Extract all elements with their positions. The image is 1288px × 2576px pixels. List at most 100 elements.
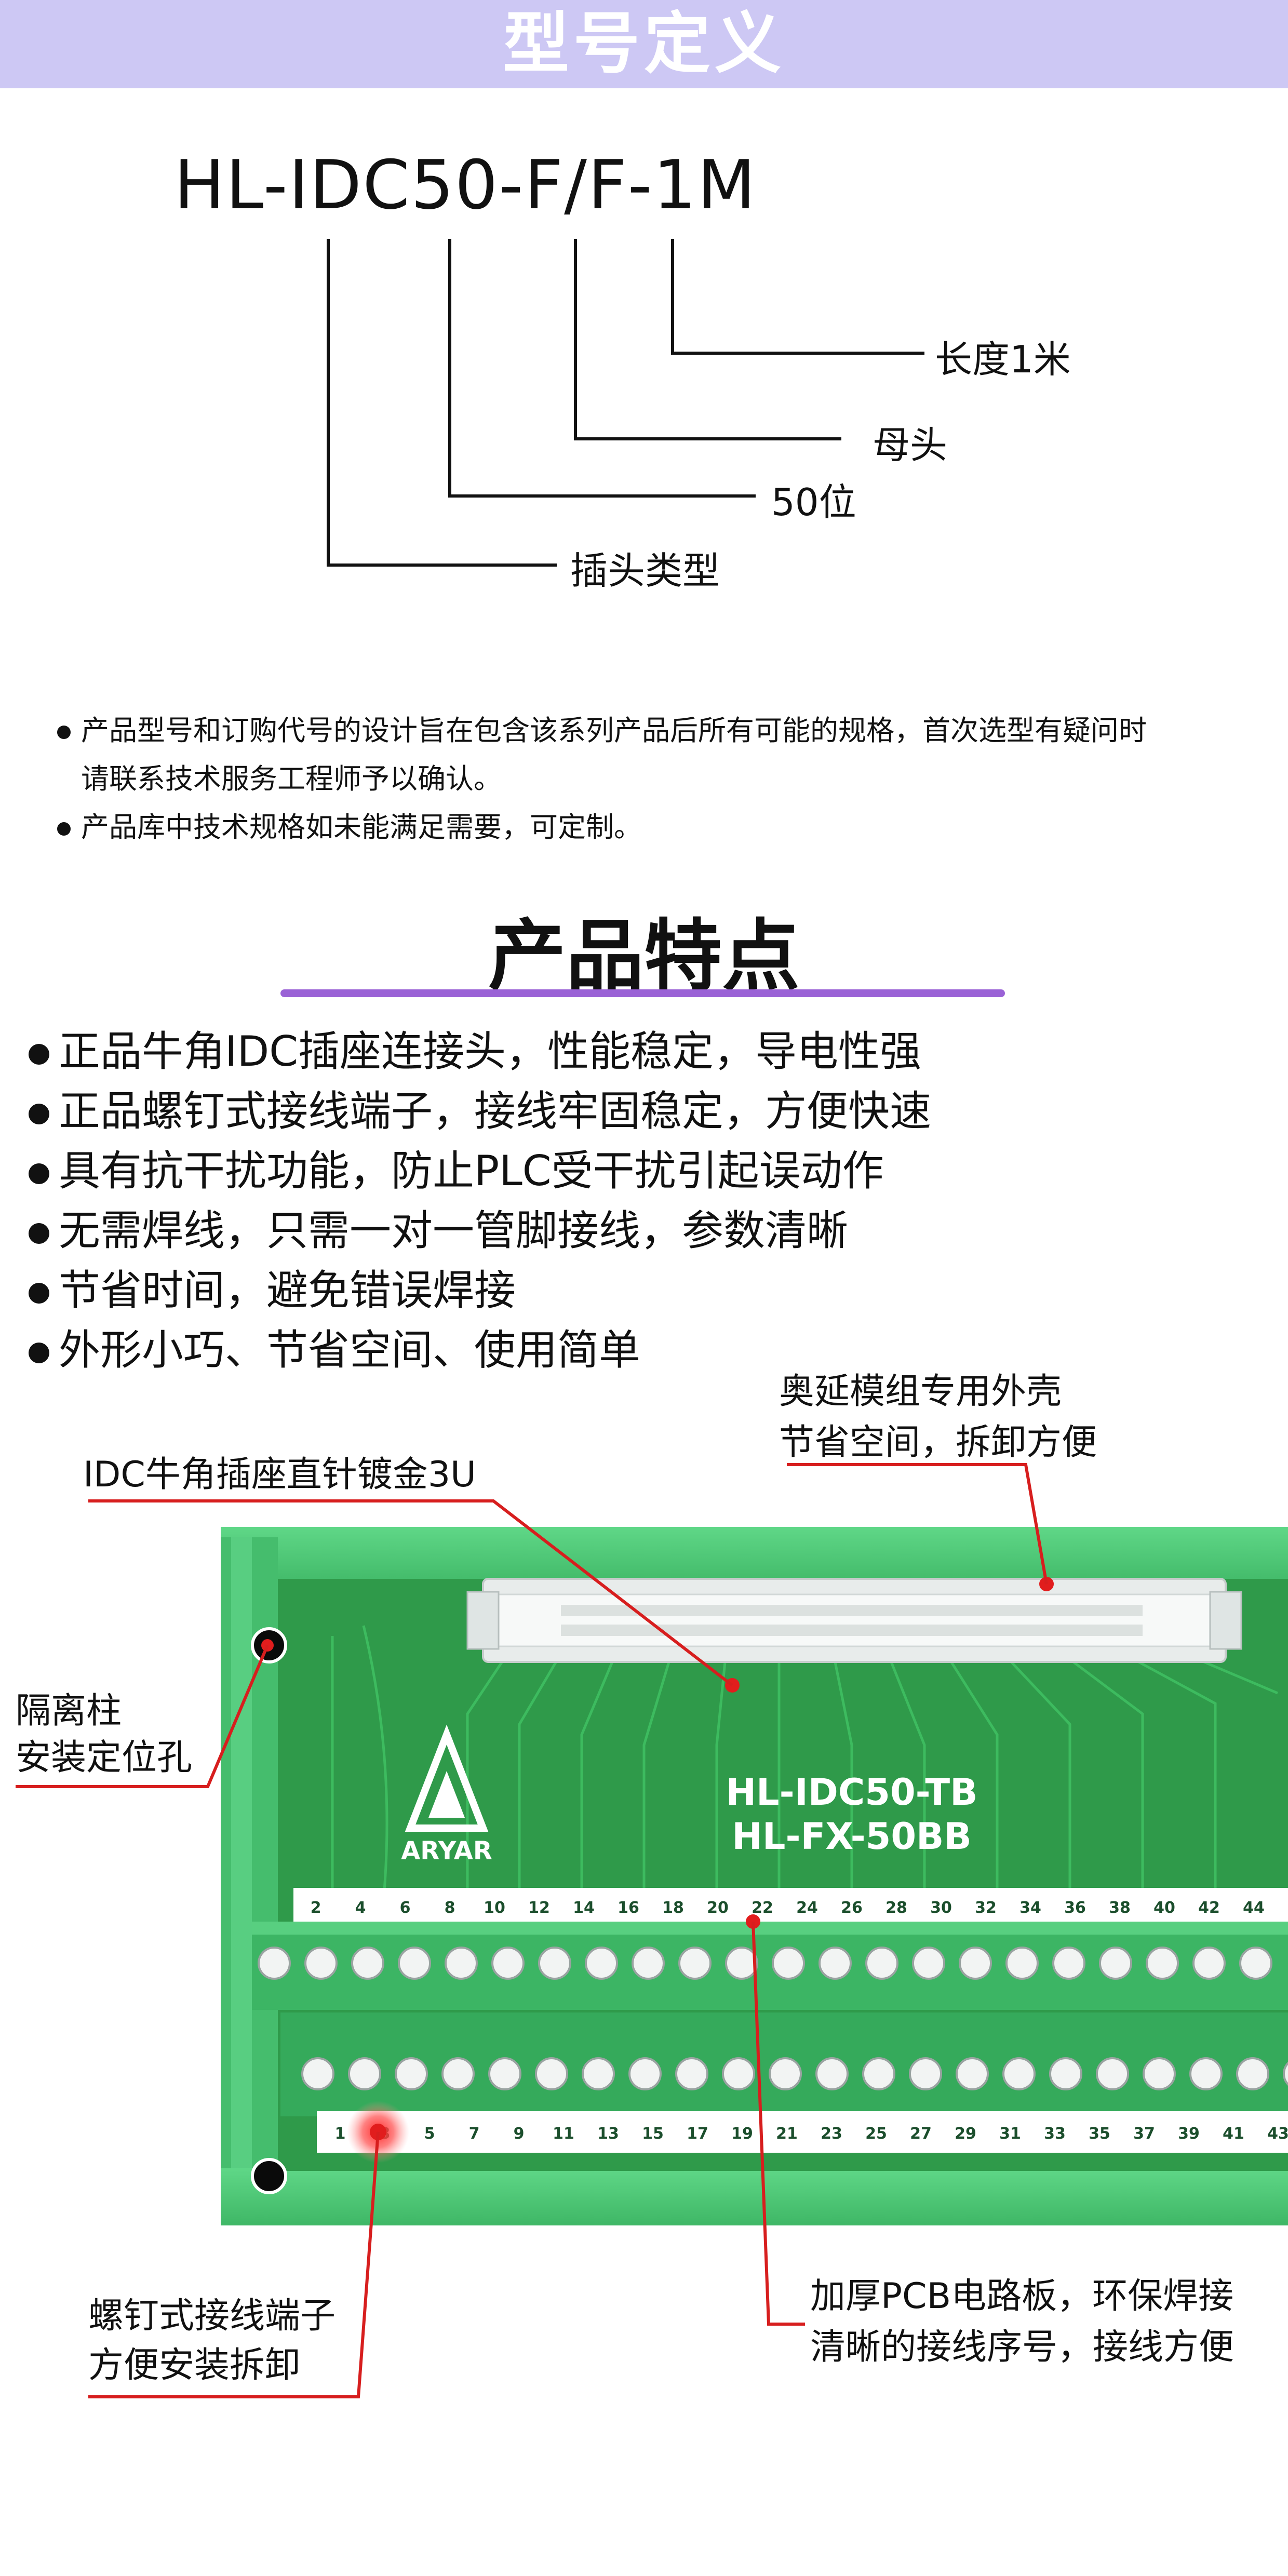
pin-label-odd: 41 [1223, 2125, 1244, 2143]
pin-label-even: 2 [311, 1899, 321, 1917]
label-length: 长度1米 [935, 338, 1071, 381]
pin-label-odd: 19 [731, 2125, 753, 2143]
callout-pcb-line2: 清晰的接线序号，接线方便 [810, 2327, 1235, 2368]
pin-label-odd: 7 [469, 2125, 480, 2143]
terminal-screw-icon [1239, 1947, 1272, 1980]
pin-label-odd: 27 [910, 2125, 932, 2143]
pin-label-even: 28 [886, 1899, 907, 1917]
terminal-screw-icon [912, 1947, 945, 1980]
terminal-screw-icon [722, 2057, 755, 2090]
pin-label-odd: 1 [335, 2125, 346, 2143]
terminal-screw-icon [1049, 2057, 1082, 2090]
model-code: HL-IDC50-F/F-1M [174, 145, 757, 224]
pin-label-odd: 21 [776, 2125, 798, 2143]
terminal-screw-icon [538, 1947, 571, 1980]
pin-label-even: 16 [618, 1899, 639, 1917]
terminal-screw-icon [258, 1947, 291, 1980]
pin-label-odd: 11 [553, 2125, 574, 2143]
pin-label-even: 12 [528, 1899, 550, 1917]
pin-label-even: 26 [841, 1899, 863, 1917]
terminal-screw-icon [1236, 2057, 1269, 2090]
pin-label-even: 40 [1153, 1899, 1175, 1917]
pin-label-odd: 31 [999, 2125, 1021, 2143]
pin-label-even: 10 [484, 1899, 505, 1917]
callout-standoff-line1: 隔离柱 [16, 1691, 122, 1732]
terminal-screw-icon [445, 1947, 478, 1980]
callout-housing-line2: 节省空间，拆卸方便 [779, 1422, 1097, 1463]
feature-item: 具有抗干扰功能，防止PLC受干扰引起误动作 [29, 1137, 884, 1198]
terminal-screw-icon [815, 2057, 849, 2090]
terminal-screw-icon [1052, 1947, 1085, 1980]
label-plug-type: 插头类型 [570, 549, 720, 593]
board-model-2: HL-FX-50BB [732, 1815, 972, 1858]
terminal-screws-upper [258, 1947, 1272, 1980]
pin-label-odd: 15 [642, 2125, 664, 2143]
terminal-screw-icon [1146, 1947, 1179, 1980]
features-title: 产品特点 [488, 911, 800, 1002]
terminal-screw-icon [675, 2057, 708, 2090]
terminal-screws-lower [301, 2057, 1288, 2090]
bullet-icon [29, 1343, 49, 1364]
feature-item: 外形小巧、节省空间、使用简单 [29, 1317, 640, 1377]
terminal-screw-icon [1096, 2057, 1129, 2090]
model-diagram-lines [327, 239, 924, 567]
even-pin-strip [293, 1888, 1288, 1924]
bullet-icon [29, 1223, 49, 1244]
terminal-screw-icon [725, 1947, 758, 1980]
mounting-hole-bottom [251, 2158, 287, 2194]
terminal-screw-icon [348, 2057, 381, 2090]
callout-housing-line1: 奥延模组专用外壳 [779, 1371, 1062, 1412]
terminal-screw-icon [491, 1947, 525, 1980]
terminal-screw-icon [395, 2057, 428, 2090]
pin-label-even: 6 [400, 1899, 411, 1917]
terminal-screw-icon [862, 2057, 895, 2090]
pin-label-odd: 43 [1267, 2125, 1288, 2143]
feature-item: 正品牛角IDC插座连接头，性能稳定，导电性强 [29, 1018, 921, 1078]
aryar-logo-icon [405, 1724, 489, 1832]
title-banner [0, 0, 1288, 88]
terminal-screw-icon [1283, 2061, 1288, 2086]
housing-bottom-rail [221, 2168, 1288, 2225]
pin-label-odd: 37 [1133, 2125, 1155, 2143]
bullet-icon [29, 1104, 49, 1125]
terminal-screw-icon [909, 2057, 942, 2090]
feature-item: 无需焊线，只需一对一管脚接线，参数清晰 [29, 1197, 848, 1257]
terminal-screw-icon [304, 1947, 338, 1980]
terminal-screw-icon [628, 2057, 662, 2090]
note-1: 产品型号和订购代号的设计旨在包含该系列产品后所有可能的规格，首次选型有疑问时 [57, 707, 1147, 748]
terminal-screw-icon [398, 1947, 431, 1980]
terminal-screw-icon [488, 2057, 521, 2090]
terminal-screw-icon [769, 2057, 802, 2090]
pin-label-even: 34 [1019, 1899, 1041, 1917]
bullet-icon [29, 1163, 49, 1185]
bullet-icon [57, 822, 71, 836]
pin-label-even: 44 [1243, 1899, 1265, 1917]
terminal-screw-icon [772, 1947, 805, 1980]
terminal-screw-icon [1005, 1947, 1039, 1980]
callout-pcb-line1: 加厚PCB电路板，环保焊接 [810, 2276, 1234, 2317]
pin-label-odd: 5 [424, 2125, 435, 2143]
terminal-screw-icon [585, 1947, 618, 1980]
pin-label-odd: 33 [1044, 2125, 1066, 2143]
pin-label-even: 18 [662, 1899, 684, 1917]
pin-label-odd: 25 [865, 2125, 887, 2143]
terminal-screw-icon [819, 1947, 852, 1980]
pin-label-odd: 17 [687, 2125, 708, 2143]
callout-idc: IDC牛角插座直针镀金3U [83, 1454, 476, 1495]
terminal-screw-icon [1143, 2057, 1176, 2090]
terminal-screw-icon [865, 1947, 898, 1980]
pin-label-odd: 9 [514, 2125, 525, 2143]
pin-label-even: 22 [752, 1899, 773, 1917]
pin-label-even: 42 [1198, 1899, 1220, 1917]
label-female: 母头 [873, 423, 948, 467]
pin-label-even: 4 [355, 1899, 366, 1917]
terminal-screw-icon [632, 1947, 665, 1980]
pin-label-even: 32 [975, 1899, 997, 1917]
label-positions: 50位 [771, 480, 856, 524]
pin-label-even: 30 [930, 1899, 952, 1917]
note-1-cont: 请联系技术服务工程师予以确认。 [81, 762, 502, 795]
terminal-screw-icon [301, 2057, 334, 2090]
idc-pin-grid [561, 1605, 1143, 1636]
